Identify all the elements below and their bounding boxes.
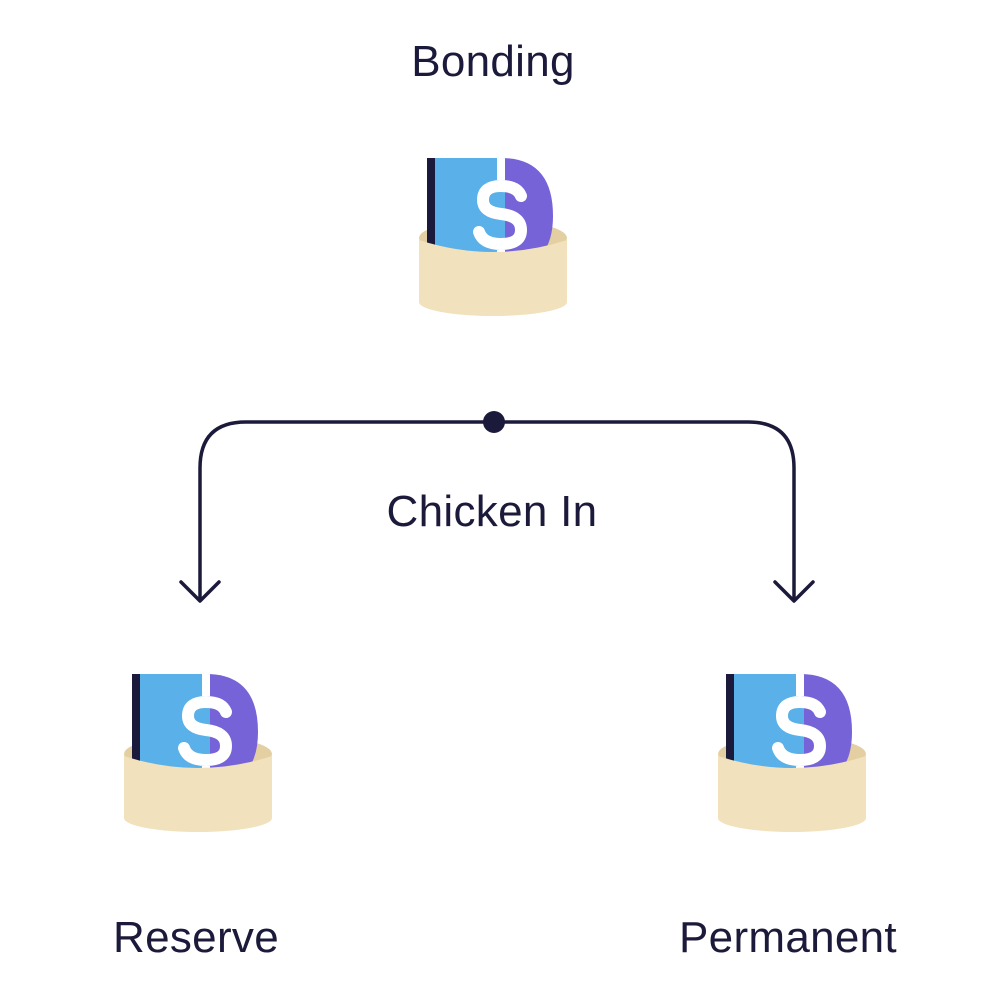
node-label-bonding: Bonding: [411, 37, 575, 86]
dollar-coin-in-pot-icon: [413, 152, 573, 332]
arrowhead-left-icon: [179, 580, 221, 603]
arrowhead-right-icon: [773, 580, 815, 603]
branch-line: [198, 420, 796, 600]
branch-dot: [483, 411, 505, 433]
edge-label-chicken-in: Chicken In: [386, 487, 598, 536]
dollar-coin-in-pot-icon: [118, 668, 278, 848]
node-label-permanent: Permanent: [679, 913, 897, 962]
node-label-reserve: Reserve: [113, 913, 279, 962]
dollar-coin-in-pot-icon: [712, 668, 872, 848]
